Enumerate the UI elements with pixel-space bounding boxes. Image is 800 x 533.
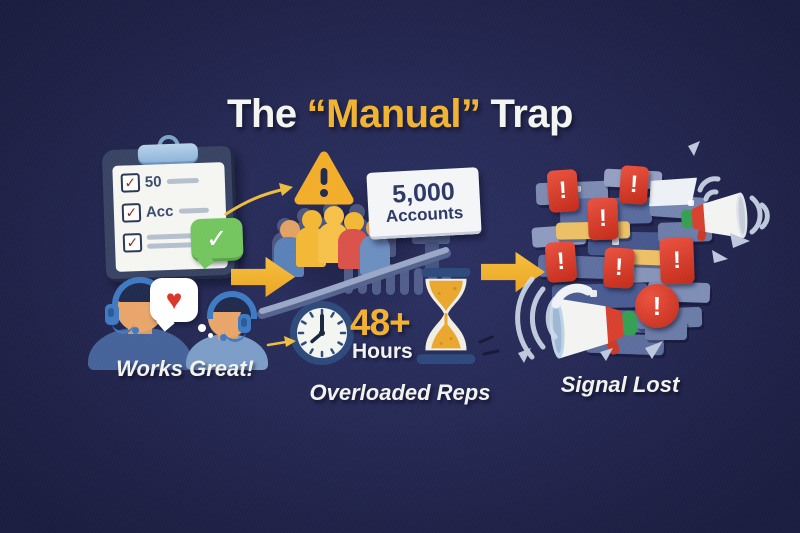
checklist-row: ✓ 50	[120, 171, 199, 193]
check-icon: ✓	[205, 222, 229, 254]
small-arrow-icon	[266, 340, 288, 347]
check-icon: ✓	[124, 174, 137, 191]
accounts-sign-label: Accounts	[385, 202, 464, 226]
checkbox-icon: ✓	[120, 172, 141, 193]
caption-overloaded-reps: Overloaded Reps	[309, 380, 491, 405]
alert-badge-icon: !	[659, 237, 695, 285]
alert-badge-icon: !	[602, 247, 636, 289]
megaphone-icon	[681, 192, 748, 241]
alert-exclamation: !	[629, 170, 639, 199]
title-prefix: The	[227, 92, 297, 136]
message-dot	[575, 186, 581, 192]
support-rep-right	[186, 291, 268, 370]
success-check-bubble-icon: ✓	[190, 217, 244, 263]
checklist-row-label: 50	[144, 172, 162, 191]
bubble-dot	[198, 324, 206, 332]
flow-arrow-icon	[481, 251, 545, 293]
alert-exclamation: !	[672, 246, 682, 275]
checklist-row: ✓ Acc	[121, 201, 209, 223]
sign-post	[425, 242, 439, 270]
hours-value: 48+	[350, 302, 411, 343]
warning-triangle-icon	[294, 151, 354, 205]
megaphone-icon	[549, 298, 638, 359]
headset-icon	[207, 291, 257, 319]
heart-icon: ♥	[165, 284, 183, 315]
headset-mic-icon	[220, 334, 227, 341]
check-icon: ✓	[126, 234, 139, 251]
rep-body	[88, 328, 192, 370]
message-dot	[688, 200, 694, 206]
caption-signal-lost: Signal Lost	[560, 372, 680, 397]
queue-bar	[400, 266, 409, 295]
alert-badge-icon: !	[546, 169, 580, 213]
clipboard-clip	[137, 142, 199, 164]
title-highlight: “Manual”	[306, 92, 481, 136]
alert-badge-icon: !	[544, 241, 578, 283]
bubble-dot	[208, 333, 213, 338]
row-line	[178, 207, 209, 214]
headset-mic-icon	[132, 327, 139, 334]
headset-mic-icon	[112, 318, 134, 334]
caption-works-great: Works Great!	[116, 356, 254, 381]
alert-exclamation: !	[556, 247, 566, 276]
alert-badge-icon: !	[618, 165, 650, 205]
alert-exclamation: !	[558, 176, 568, 205]
hourglass-icon	[416, 268, 476, 365]
clipboard-icon: ✓ 50 ✓ Acc ✓ ✓	[101, 134, 244, 283]
page-title: The “Manual” Trap	[0, 92, 800, 137]
hours-unit: Hours	[352, 340, 413, 363]
checkbox-icon: ✓	[122, 232, 143, 253]
motion-lines	[478, 335, 500, 356]
title-suffix: Trap	[490, 92, 573, 136]
alert-badge-icon: !	[587, 197, 619, 241]
alert-exclamation: !	[614, 253, 624, 282]
check-icon: ✓	[125, 204, 138, 221]
row-line	[166, 177, 199, 184]
checkbox-icon: ✓	[121, 202, 142, 223]
heart-bubble-icon: ♥	[150, 278, 198, 322]
alert-exclamation: !	[652, 290, 662, 321]
accounts-sign: 5,000 Accounts	[366, 167, 482, 240]
alert-circle-icon: !	[635, 284, 679, 328]
alert-exclamation: !	[598, 204, 608, 233]
message-dot	[612, 238, 619, 245]
message-dot	[590, 290, 597, 297]
checklist-row-label: Acc	[145, 202, 174, 221]
headset-earcup-icon	[238, 314, 251, 333]
